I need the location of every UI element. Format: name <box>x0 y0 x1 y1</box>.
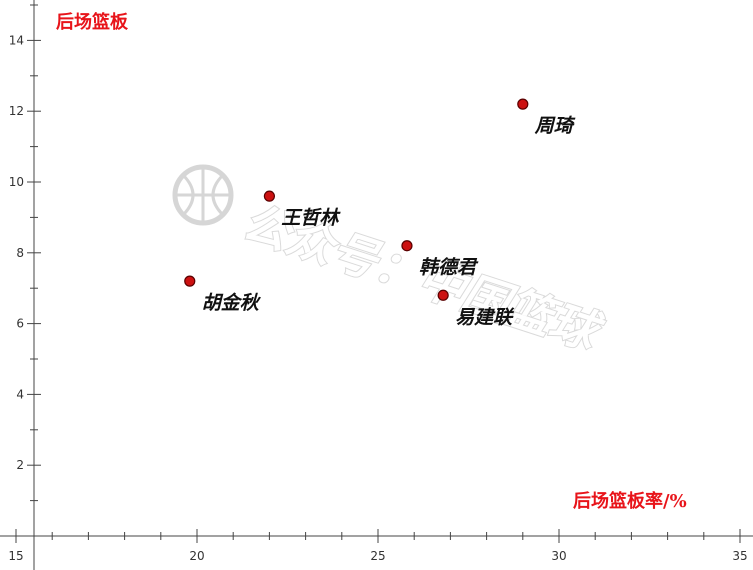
x-tick-label: 25 <box>370 549 385 563</box>
x-tick-label: 35 <box>732 549 747 563</box>
y-tick-label: 10 <box>9 175 24 189</box>
data-point <box>263 190 275 202</box>
y-tick-label: 14 <box>9 33 24 47</box>
x-tick-label: 30 <box>551 549 566 563</box>
data-point <box>517 98 529 110</box>
data-point <box>401 240 413 252</box>
watermark: 公众号：中国篮球 <box>172 164 611 362</box>
data-point-label: 王哲林 <box>281 207 341 229</box>
data-point <box>437 289 449 301</box>
x-tick-label: 15 <box>8 549 23 563</box>
y-tick-label: 2 <box>16 458 24 472</box>
data-point-label: 韩德君 <box>419 257 479 279</box>
data-point-label: 易建联 <box>455 306 515 328</box>
data-point-label: 周琦 <box>534 115 576 137</box>
y-tick-label: 4 <box>16 387 24 401</box>
data-point <box>184 275 196 287</box>
data-point-label: 胡金秋 <box>202 292 262 314</box>
y-tick-label: 8 <box>16 246 24 260</box>
y-tick-label: 6 <box>16 317 24 331</box>
x-axis-title: 后场篮板率/% <box>573 490 687 512</box>
x-tick-label: 20 <box>189 549 204 563</box>
y-tick-label: 12 <box>9 104 24 118</box>
ticks: 15 20 25 30 35 2 4 6 8 10 12 14 <box>8 4 748 563</box>
basketball-icon <box>172 164 234 226</box>
y-axis-title: 后场篮板 <box>56 11 129 33</box>
